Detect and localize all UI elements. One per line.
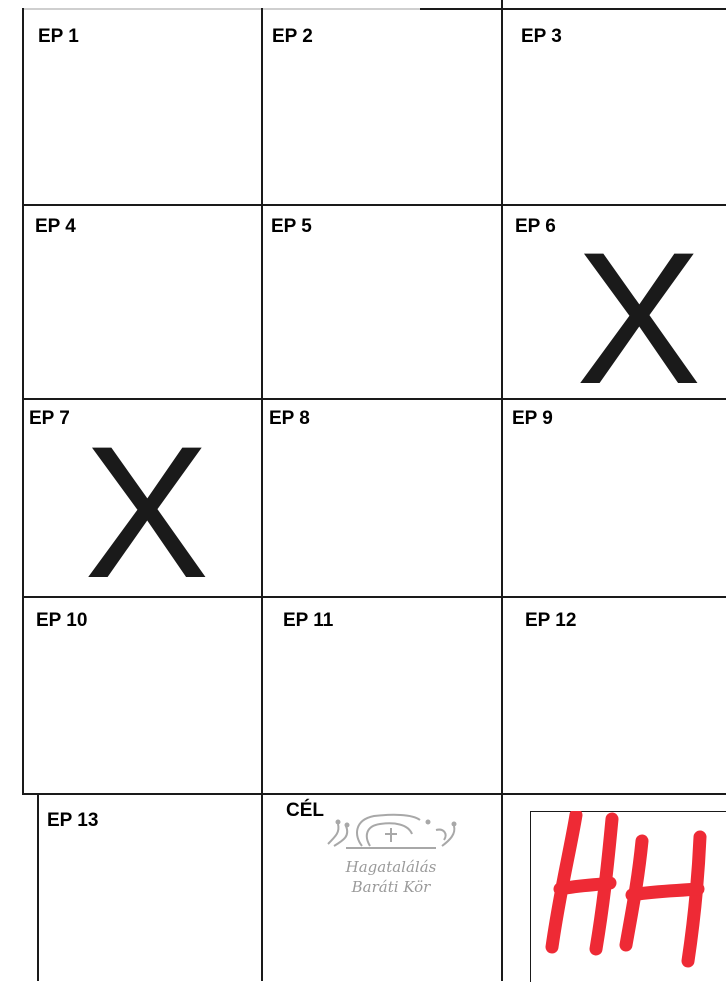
cell-label-ep9: EP 9 [512, 408, 553, 430]
hh-handwritten-mark [530, 811, 726, 981]
grid-col-divider-2 [501, 8, 503, 794]
cell-label-ep2: EP 2 [272, 26, 313, 48]
grid-bottom-left-border [37, 793, 39, 981]
grid-row-divider-4 [22, 793, 726, 795]
cell-label-ep4: EP 4 [35, 216, 76, 238]
cell-label-ep10: EP 10 [36, 610, 87, 632]
grid-col-divider-1 [261, 8, 263, 981]
grid-top-left-line [22, 8, 420, 10]
cell-label-ep11: EP 11 [283, 610, 333, 632]
cell-label-ep1: EP 1 [38, 26, 79, 48]
cell-label-ep12: EP 12 [525, 610, 576, 632]
cell-label-ep7: EP 7 [29, 408, 70, 430]
club-logo: Hagatalálás Baráti Kör [316, 806, 466, 906]
cell-label-ep8: EP 8 [269, 408, 310, 430]
grid-top-notch [501, 0, 503, 8]
logo-text-line1: Hagatalálás [345, 858, 437, 876]
cell-label-ep3: EP 3 [521, 26, 562, 48]
grid-row-divider-1 [22, 204, 726, 206]
cell-label-ep5: EP 5 [271, 216, 312, 238]
grid-top-right-line [420, 8, 726, 10]
grid-bottom-col-divider [501, 793, 503, 981]
x-mark-ep7: X [84, 418, 209, 606]
logo-text-line2: Baráti Kör [351, 878, 432, 896]
cell-label-ep13: EP 13 [47, 810, 98, 832]
cell-label-ep6: EP 6 [515, 216, 556, 238]
x-mark-ep6: X [576, 224, 701, 412]
grid-left-border [22, 8, 24, 794]
ornament-icon [328, 815, 457, 848]
